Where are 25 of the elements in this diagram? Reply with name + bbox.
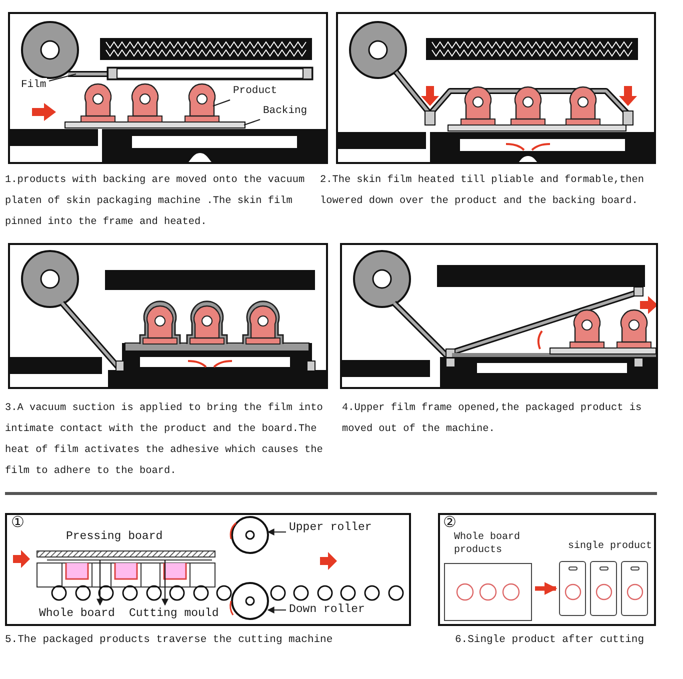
leader-line (48, 73, 76, 82)
step-caption: 5.The packaged products traverse the cutting machine (5, 633, 333, 648)
part-label: Pressing board (66, 530, 163, 544)
part-label: single product (568, 540, 652, 553)
product-card (559, 561, 586, 616)
step-caption: 4.Upper film frame opened,the packaged product is moved out of the machine. (342, 402, 643, 437)
product-card (590, 561, 617, 616)
step-caption: 6.Single product after cutting (455, 633, 644, 648)
arrow (267, 606, 286, 614)
step-number: ① (11, 515, 24, 533)
step-caption: 3.A vacuum suction is applied to bring the film into intimate contact with the product and the board.The heat of film activates the adhesive which causes the film to adhere to the board. (5, 402, 324, 479)
part-label: Upper roller (288, 521, 373, 535)
arrow (267, 528, 286, 536)
arrow (96, 560, 104, 606)
leader-line (244, 119, 260, 126)
step-caption: 2.The skin film heated till pliable and formable,then lowered down over the product and the backing board. (320, 174, 646, 209)
step-caption: 1.products with backing are moved onto the vacuum platen of skin packaging machine .The skin film pinned into the frame and heated. (5, 174, 306, 230)
product-card (621, 561, 648, 616)
arrow (535, 582, 558, 595)
board-heading: Whole board products (453, 531, 522, 557)
step-number: ② (443, 515, 456, 532)
leader-line (212, 99, 230, 107)
arrow (162, 560, 168, 606)
part-label: Backing (262, 104, 308, 118)
part-label: Cutting mould (128, 607, 220, 621)
